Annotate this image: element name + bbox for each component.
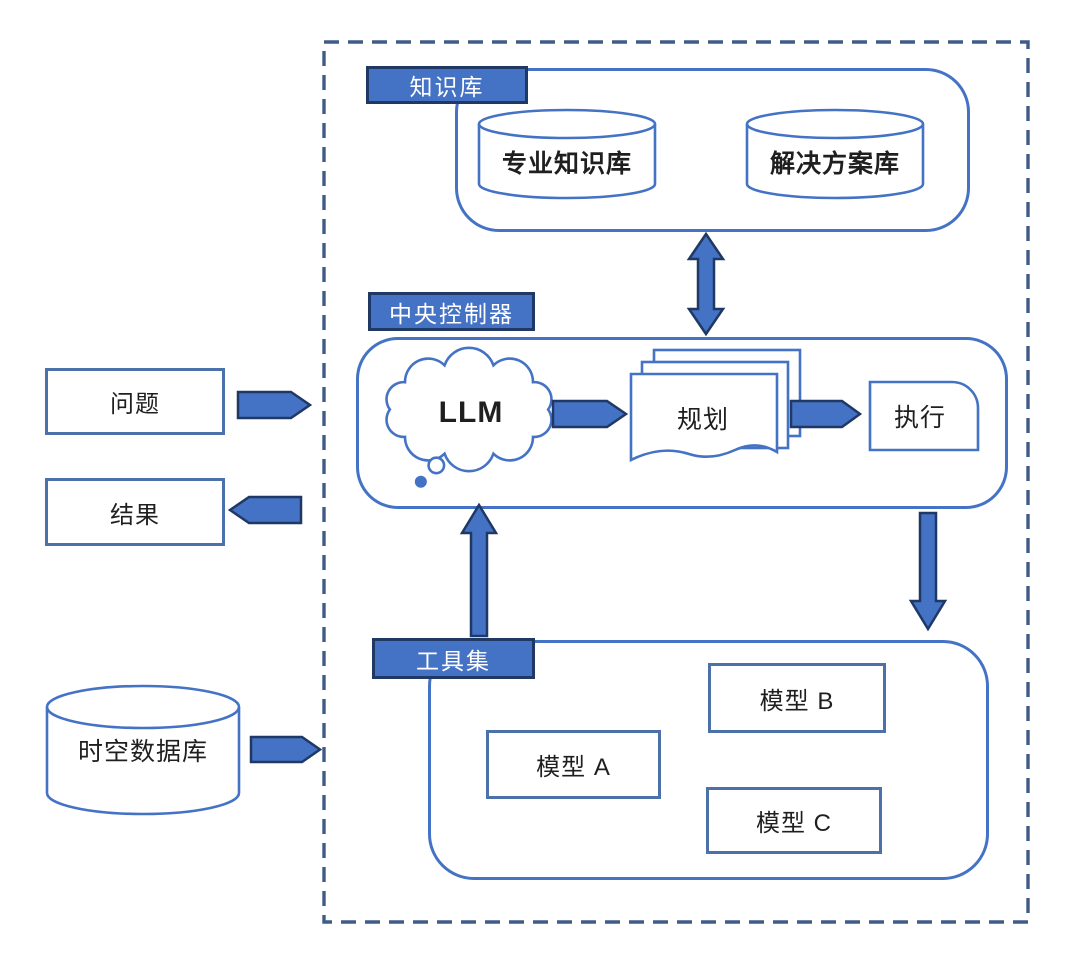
execution-label: 执行 — [893, 404, 946, 432]
planning-label: 规划 — [676, 406, 729, 434]
db-input-arrow — [249, 735, 323, 764]
result-output-arrow — [227, 495, 303, 525]
model-b-label: 模型 B — [759, 687, 835, 715]
llm-label: LLM — [438, 396, 504, 429]
model-c-label: 模型 C — [756, 810, 832, 837]
model-a-label: 模型 A — [536, 754, 611, 781]
toolset-group — [428, 640, 989, 880]
knowledge-base-tag: 知识库 — [366, 66, 528, 104]
solution-kb-label: 解决方案库 — [769, 150, 900, 178]
result-label: 结果 — [110, 501, 160, 529]
llm-cloud-icon — [385, 346, 553, 488]
planning-doc-stack — [629, 348, 802, 463]
execution-card — [868, 380, 980, 452]
knowledge-base-group — [455, 68, 970, 232]
central-controller-tag: 中央控制器 — [368, 292, 535, 331]
spatiotemporal-db-label: 时空数据库 — [77, 738, 208, 766]
toolset-to-controller-arrow — [459, 502, 499, 638]
professional-kb-cylinder — [477, 108, 657, 200]
model-b-box: 模型 B — [708, 663, 886, 733]
result-box: 结果 — [45, 478, 225, 546]
model-a-box: 模型 A — [486, 730, 661, 799]
model-c-box: 模型 C — [706, 787, 882, 854]
controller-to-toolset-arrow — [908, 511, 948, 632]
professional-kb-label: 专业知识库 — [501, 150, 632, 178]
toolset-tag-label: 工具集 — [416, 647, 491, 674]
question-label: 问题 — [110, 391, 160, 418]
toolset-tag: 工具集 — [372, 638, 535, 679]
knowledge-base-tag-label: 知识库 — [409, 74, 485, 100]
planning-to-execution-arrow — [789, 399, 863, 429]
question-box: 问题 — [45, 368, 225, 435]
solution-kb-cylinder — [745, 108, 925, 200]
central-controller-group — [356, 337, 1008, 509]
question-input-arrow — [236, 390, 313, 420]
kb-controller-double-arrow — [686, 231, 726, 337]
central-controller-tag-label: 中央控制器 — [389, 300, 514, 327]
llm-to-planning-arrow — [551, 399, 629, 429]
spatiotemporal-db-cylinder — [45, 684, 241, 816]
